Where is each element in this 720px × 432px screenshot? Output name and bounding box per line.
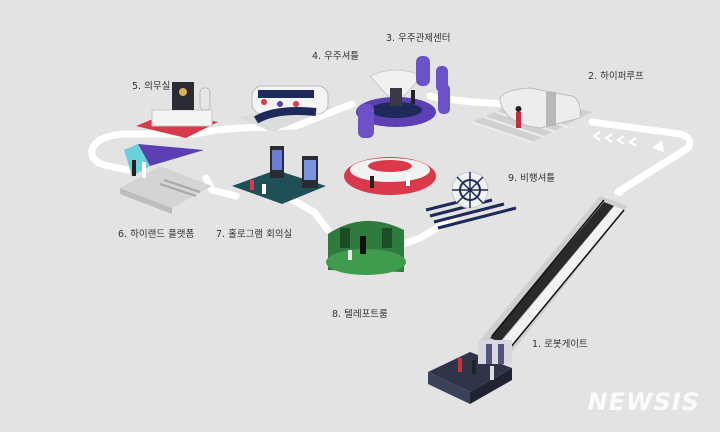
- center-red-platform: [344, 157, 436, 195]
- label-teleport-room: 8. 텔레포트룸: [332, 309, 388, 320]
- label-hyland-platform: 6. 하이랜드 플랫폼: [118, 229, 195, 240]
- path-arrowhead: [652, 140, 664, 152]
- space-center-scene: [356, 56, 450, 138]
- hyland-platform-scene: [120, 144, 212, 214]
- flight-shuttle-scene: [425, 171, 517, 230]
- label-space-center: 3. 우주관제센터: [386, 33, 451, 44]
- walking-path: [88, 92, 694, 256]
- hyperloop-scene: [471, 87, 592, 143]
- space-shuttle-scene: [240, 85, 332, 132]
- label-medical-room: 5. 의무실: [132, 81, 171, 92]
- hologram-room-scene: [232, 146, 326, 204]
- teleport-room-scene: [326, 220, 406, 275]
- path-start-dot: [616, 188, 624, 196]
- escalator: [480, 196, 628, 352]
- label-hologram-room: 7. 홀로그램 회의실: [216, 229, 293, 240]
- medical-room-scene: [136, 82, 218, 138]
- label-robot-gate: 1. 로봇게이트: [532, 339, 588, 350]
- label-flight-shuttle: 9. 비행셔틀: [508, 173, 556, 184]
- robot-gate-scene: [428, 340, 512, 404]
- label-hyperloop: 2. 하이퍼루프: [588, 71, 644, 82]
- label-space-shuttle: 4. 우주셔틀: [312, 51, 360, 62]
- path-arrow-chevrons: [592, 131, 637, 147]
- newsis-watermark: NEWSIS: [587, 388, 700, 416]
